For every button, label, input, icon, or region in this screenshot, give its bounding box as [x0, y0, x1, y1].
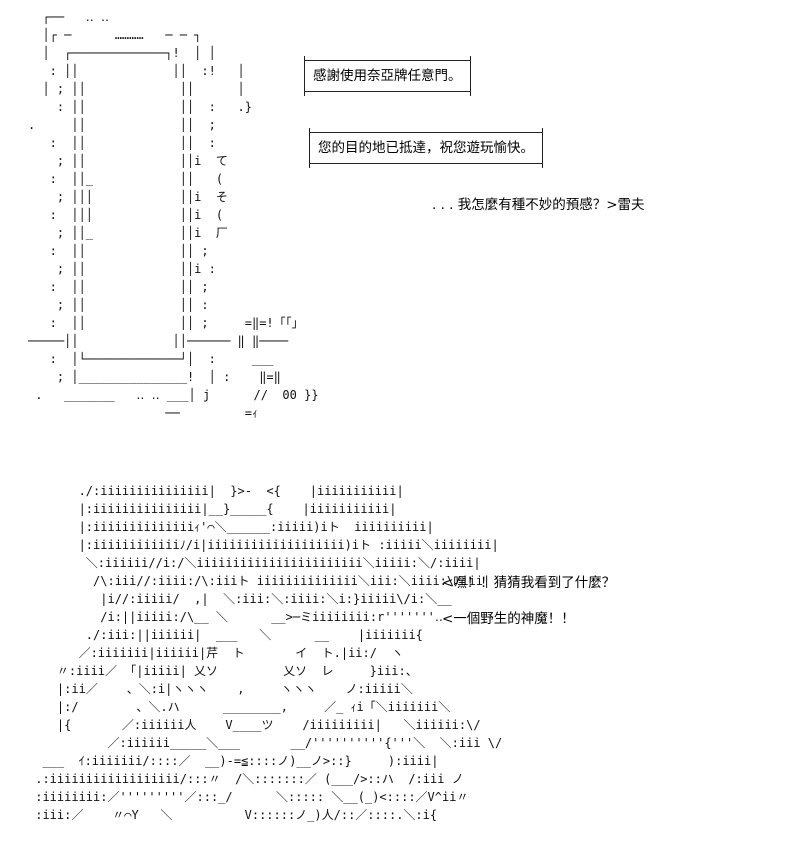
dialogue-wild-monster: <一個野生的神魔！！ [442, 611, 575, 627]
door-ascii-art: ┌── ‥ ‥ │┌ ─ ………… ─ ─ ┐ │ ┌─────────────… [28, 10, 319, 420]
speech-bubble-thanks: 感謝使用奈亞牌任意門。 [304, 56, 471, 96]
speech-bubble-thanks-text: 感謝使用奈亞牌任意門。 [313, 68, 462, 84]
dialogue-guess: <嘿！！猜猜我看到了什麼？ [442, 575, 616, 591]
speech-bubble-arrival: 您的目的地已抵達，祝您遊玩愉快。 [309, 128, 543, 168]
speech-bubble-arrival-text: 您的目的地已抵達，祝您遊玩愉快。 [318, 140, 534, 156]
monster-ascii-art: ./:iiiiiiiiiiiiiii| }>- <{ |iiiiiiiiiii|… [35, 484, 503, 822]
thought-line: . . . 我怎麼有種不妙的預感？>雷夫 [432, 197, 645, 213]
